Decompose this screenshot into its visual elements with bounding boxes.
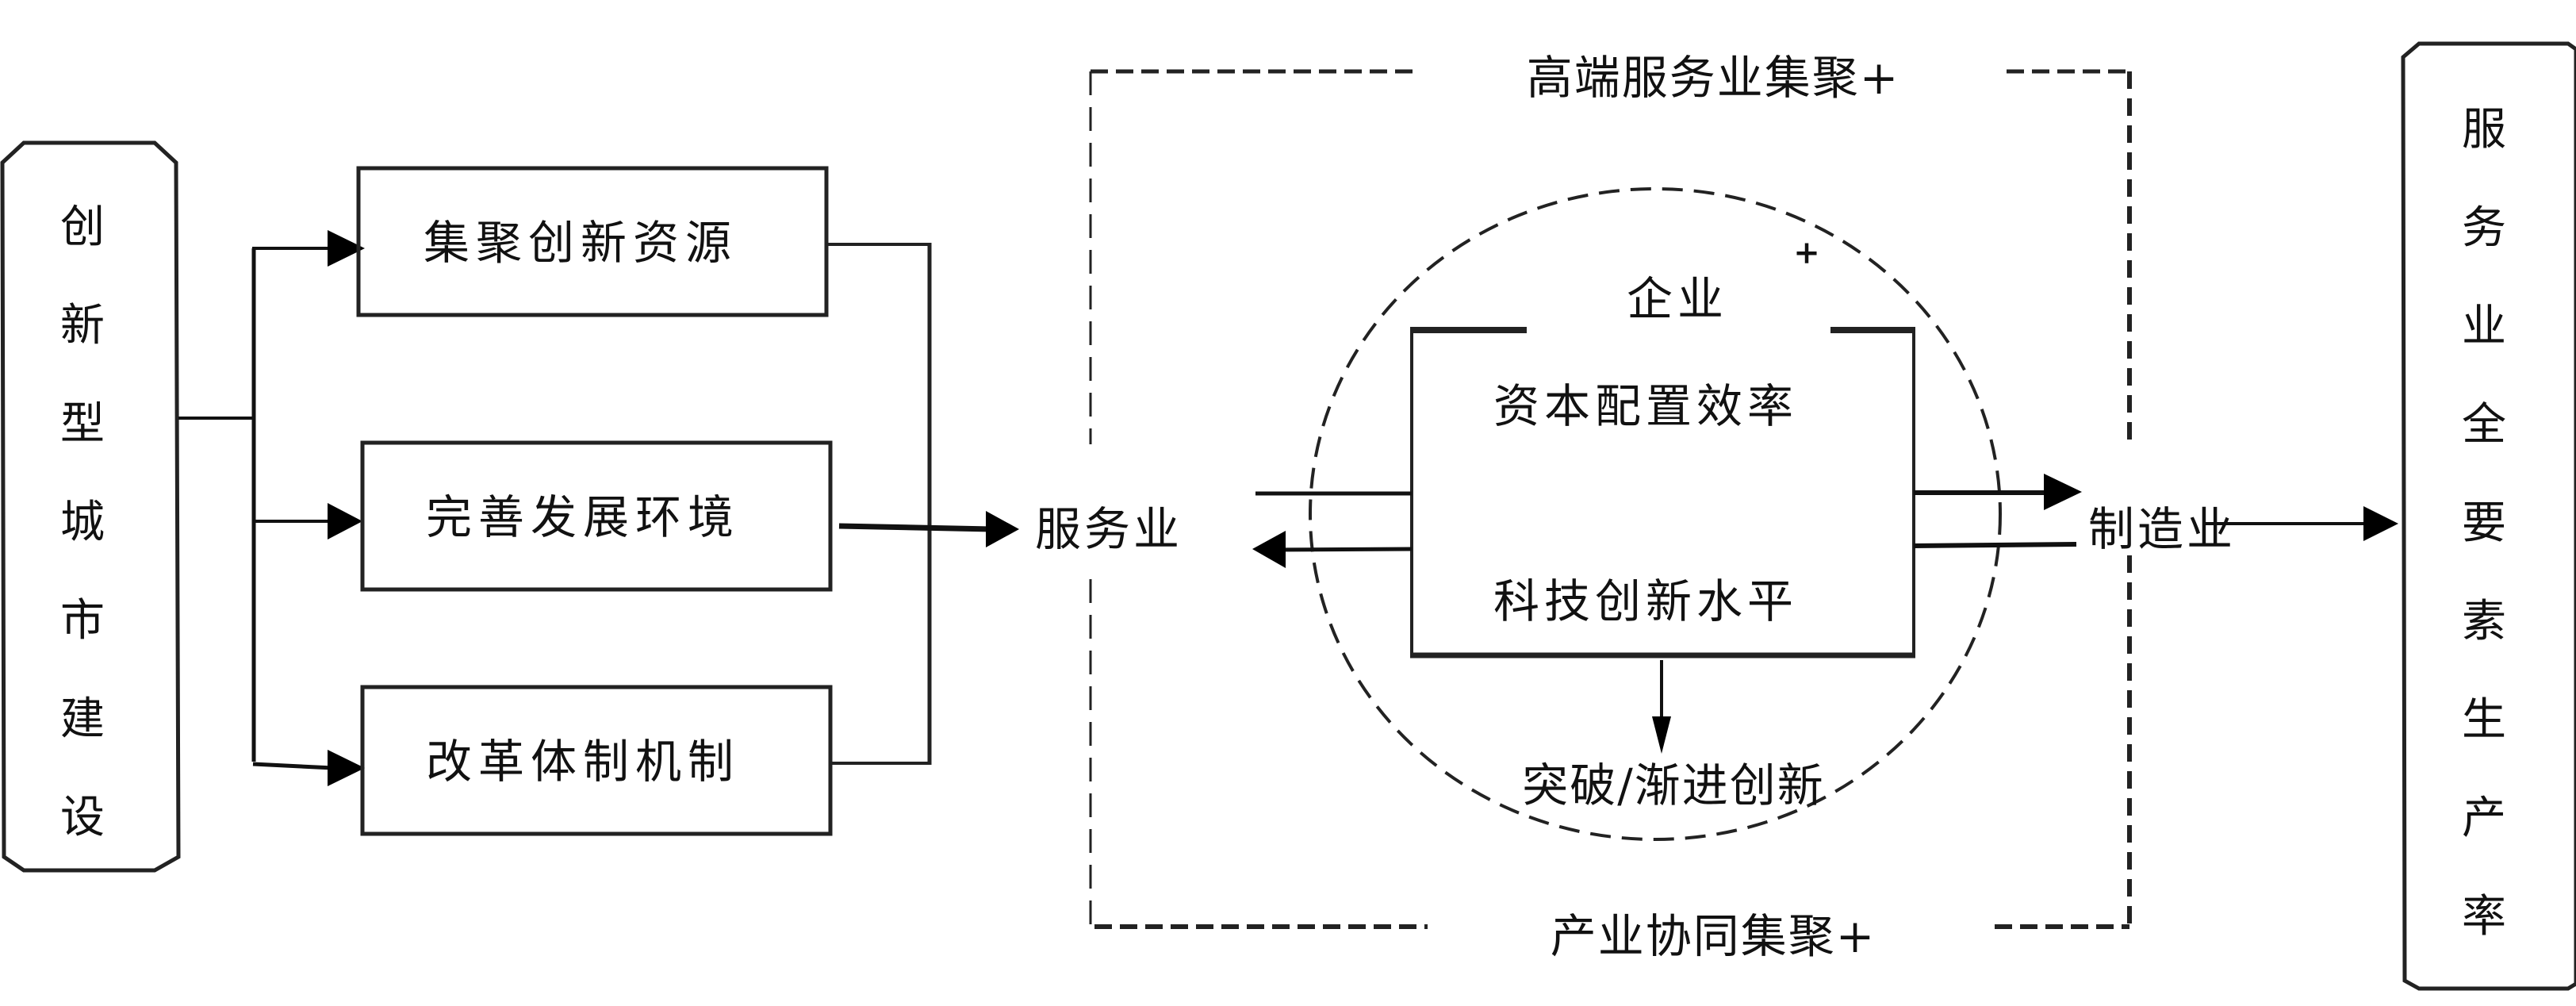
channel-label: 完善发展环境 [426,490,740,544]
arrow-to-channel-3 [252,750,365,786]
cluster-bottom-label: 产业协同集聚+ [1551,909,1876,963]
vertical-label-char: 素 [2462,596,2506,647]
line-manufacturing-to-firm [1913,542,2077,548]
channel-label: 改革体制机制 [426,735,740,789]
vertical-label-char: 业 [2462,301,2506,352]
arrow-firm-to-manufacturing [1914,474,2082,510]
tech-innovation-label: 科技创新水平 [1493,574,1798,628]
vertical-label-char: 城 [60,497,105,548]
service-industry-label: 服务业 [1035,502,1183,556]
arrow-to-channel-2 [252,503,362,539]
arrow-to-channel-1 [252,230,365,267]
channel-box-innovation-resources: 集聚创新资源 [356,166,829,317]
arrowhead-icon [1252,531,1286,568]
vertical-label-char: 创 [60,202,105,253]
arrow-firm-to-service [1252,531,1413,568]
arrow-manufacturing-to-tfp [2205,506,2398,541]
vertical-label-char: 要 [2462,497,2506,549]
channel-box-development-environment: 完善发展环境 [360,440,833,592]
vertical-label-char: 生 [2462,694,2506,746]
firm-label: 企业 [1627,272,1728,326]
ellipse-plus-mark: + [1793,234,1820,271]
left-box-border [0,140,181,873]
firm-ellipse [1309,187,2002,841]
collector-to-service [826,243,1019,765]
capital-allocation-label: 资本配置效率 [1493,379,1798,433]
channel-label: 集聚创新资源 [424,216,738,270]
cluster-dashed-box [1089,69,2132,929]
innovation-type-label: 突破/渐进创新 [1522,758,1825,812]
vertical-label-char: 务 [2462,202,2506,254]
vertical-label-char: 型 [60,398,105,450]
cluster-top-label: 高端服务业集聚+ [1527,51,1900,105]
arrowhead-icon [2044,474,2082,510]
arrow-to-innovation [1652,660,1671,754]
vertical-label-char: 建 [60,693,105,745]
arrowhead-icon [1652,716,1671,754]
arrowhead-icon [328,750,365,786]
vertical-label-char: 全 [2462,399,2506,451]
arrowhead-icon [2363,506,2398,541]
arrowhead-icon [328,503,362,539]
vertical-label-char: 率 [2462,891,2506,943]
vertical-label-char: 产 [2462,793,2506,844]
right-box-border [2401,41,2576,991]
vertical-label-char: 服 [2462,104,2506,156]
vertical-label-char: 新 [60,300,105,351]
channel-box-institutional-reform: 改革体制机制 [360,685,833,836]
arrowhead-icon [986,511,1019,547]
manufacturing-label: 制造业 [2088,502,2236,556]
vertical-label-char: 设 [60,792,105,843]
arrowhead-icon [328,230,365,267]
vertical-label-char: 市 [60,595,105,647]
